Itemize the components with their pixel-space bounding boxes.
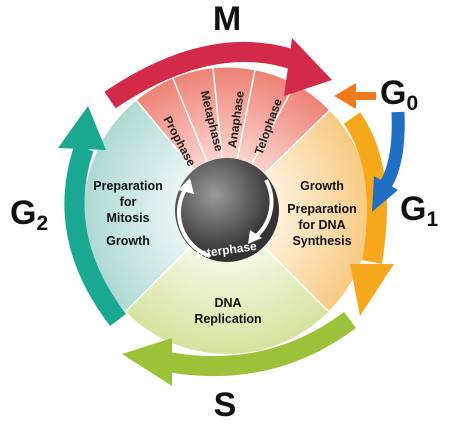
mitosis-sector (134, 66, 332, 212)
interphase-cycle-arrow-left (176, 186, 211, 258)
interphase-cycle-arrow-right (252, 179, 274, 240)
g0-arrow (334, 83, 376, 109)
g1-sector-synthesis: Synthesis (292, 234, 351, 248)
g2-sector-preparation: Preparation (93, 179, 162, 193)
g1-phase-arrowhead (350, 264, 394, 316)
s-phase-label: S (214, 386, 237, 424)
g1-phase-label: G1 (400, 190, 438, 231)
interphase-cycle-arrowhead-left (178, 178, 194, 194)
s-sector (123, 208, 331, 356)
g0-return-arrowhead (372, 176, 398, 212)
m-phase-arrow (104, 42, 304, 109)
g2-subscript: 2 (36, 212, 48, 235)
g2-sector-for: for (120, 195, 137, 209)
g1-subscript: 1 (426, 208, 438, 231)
m-phase-arrowhead (284, 38, 332, 96)
g2-phase-arrowhead (58, 106, 106, 150)
g2-letter: G (10, 194, 36, 232)
g1-sector-growth: Growth (300, 179, 344, 193)
g2-phase-arrow (64, 144, 126, 327)
m-phase-label: M (213, 0, 241, 38)
g1-letter: G (400, 190, 426, 228)
s-phase-arrowhead (122, 338, 172, 386)
g2-sector-growth: Growth (106, 234, 150, 248)
interphase-cycle-arrowhead-right (248, 230, 262, 244)
g0-return-arrow (380, 111, 405, 188)
g2-phase-label: G2 (10, 194, 48, 235)
s-sector-dna: DNA (214, 296, 241, 310)
g0-subscript: 0 (406, 92, 418, 115)
g0-letter: G (380, 74, 406, 112)
s-sector-replication: Replication (194, 312, 261, 326)
s-phase-arrow (166, 311, 356, 377)
g0-phase-label: G0 (380, 74, 418, 115)
g1-sector-preparation: Preparation (287, 202, 356, 216)
g1-sector-for-dna: for DNA (298, 218, 345, 232)
g2-sector-mitosis: Mitosis (106, 211, 149, 225)
